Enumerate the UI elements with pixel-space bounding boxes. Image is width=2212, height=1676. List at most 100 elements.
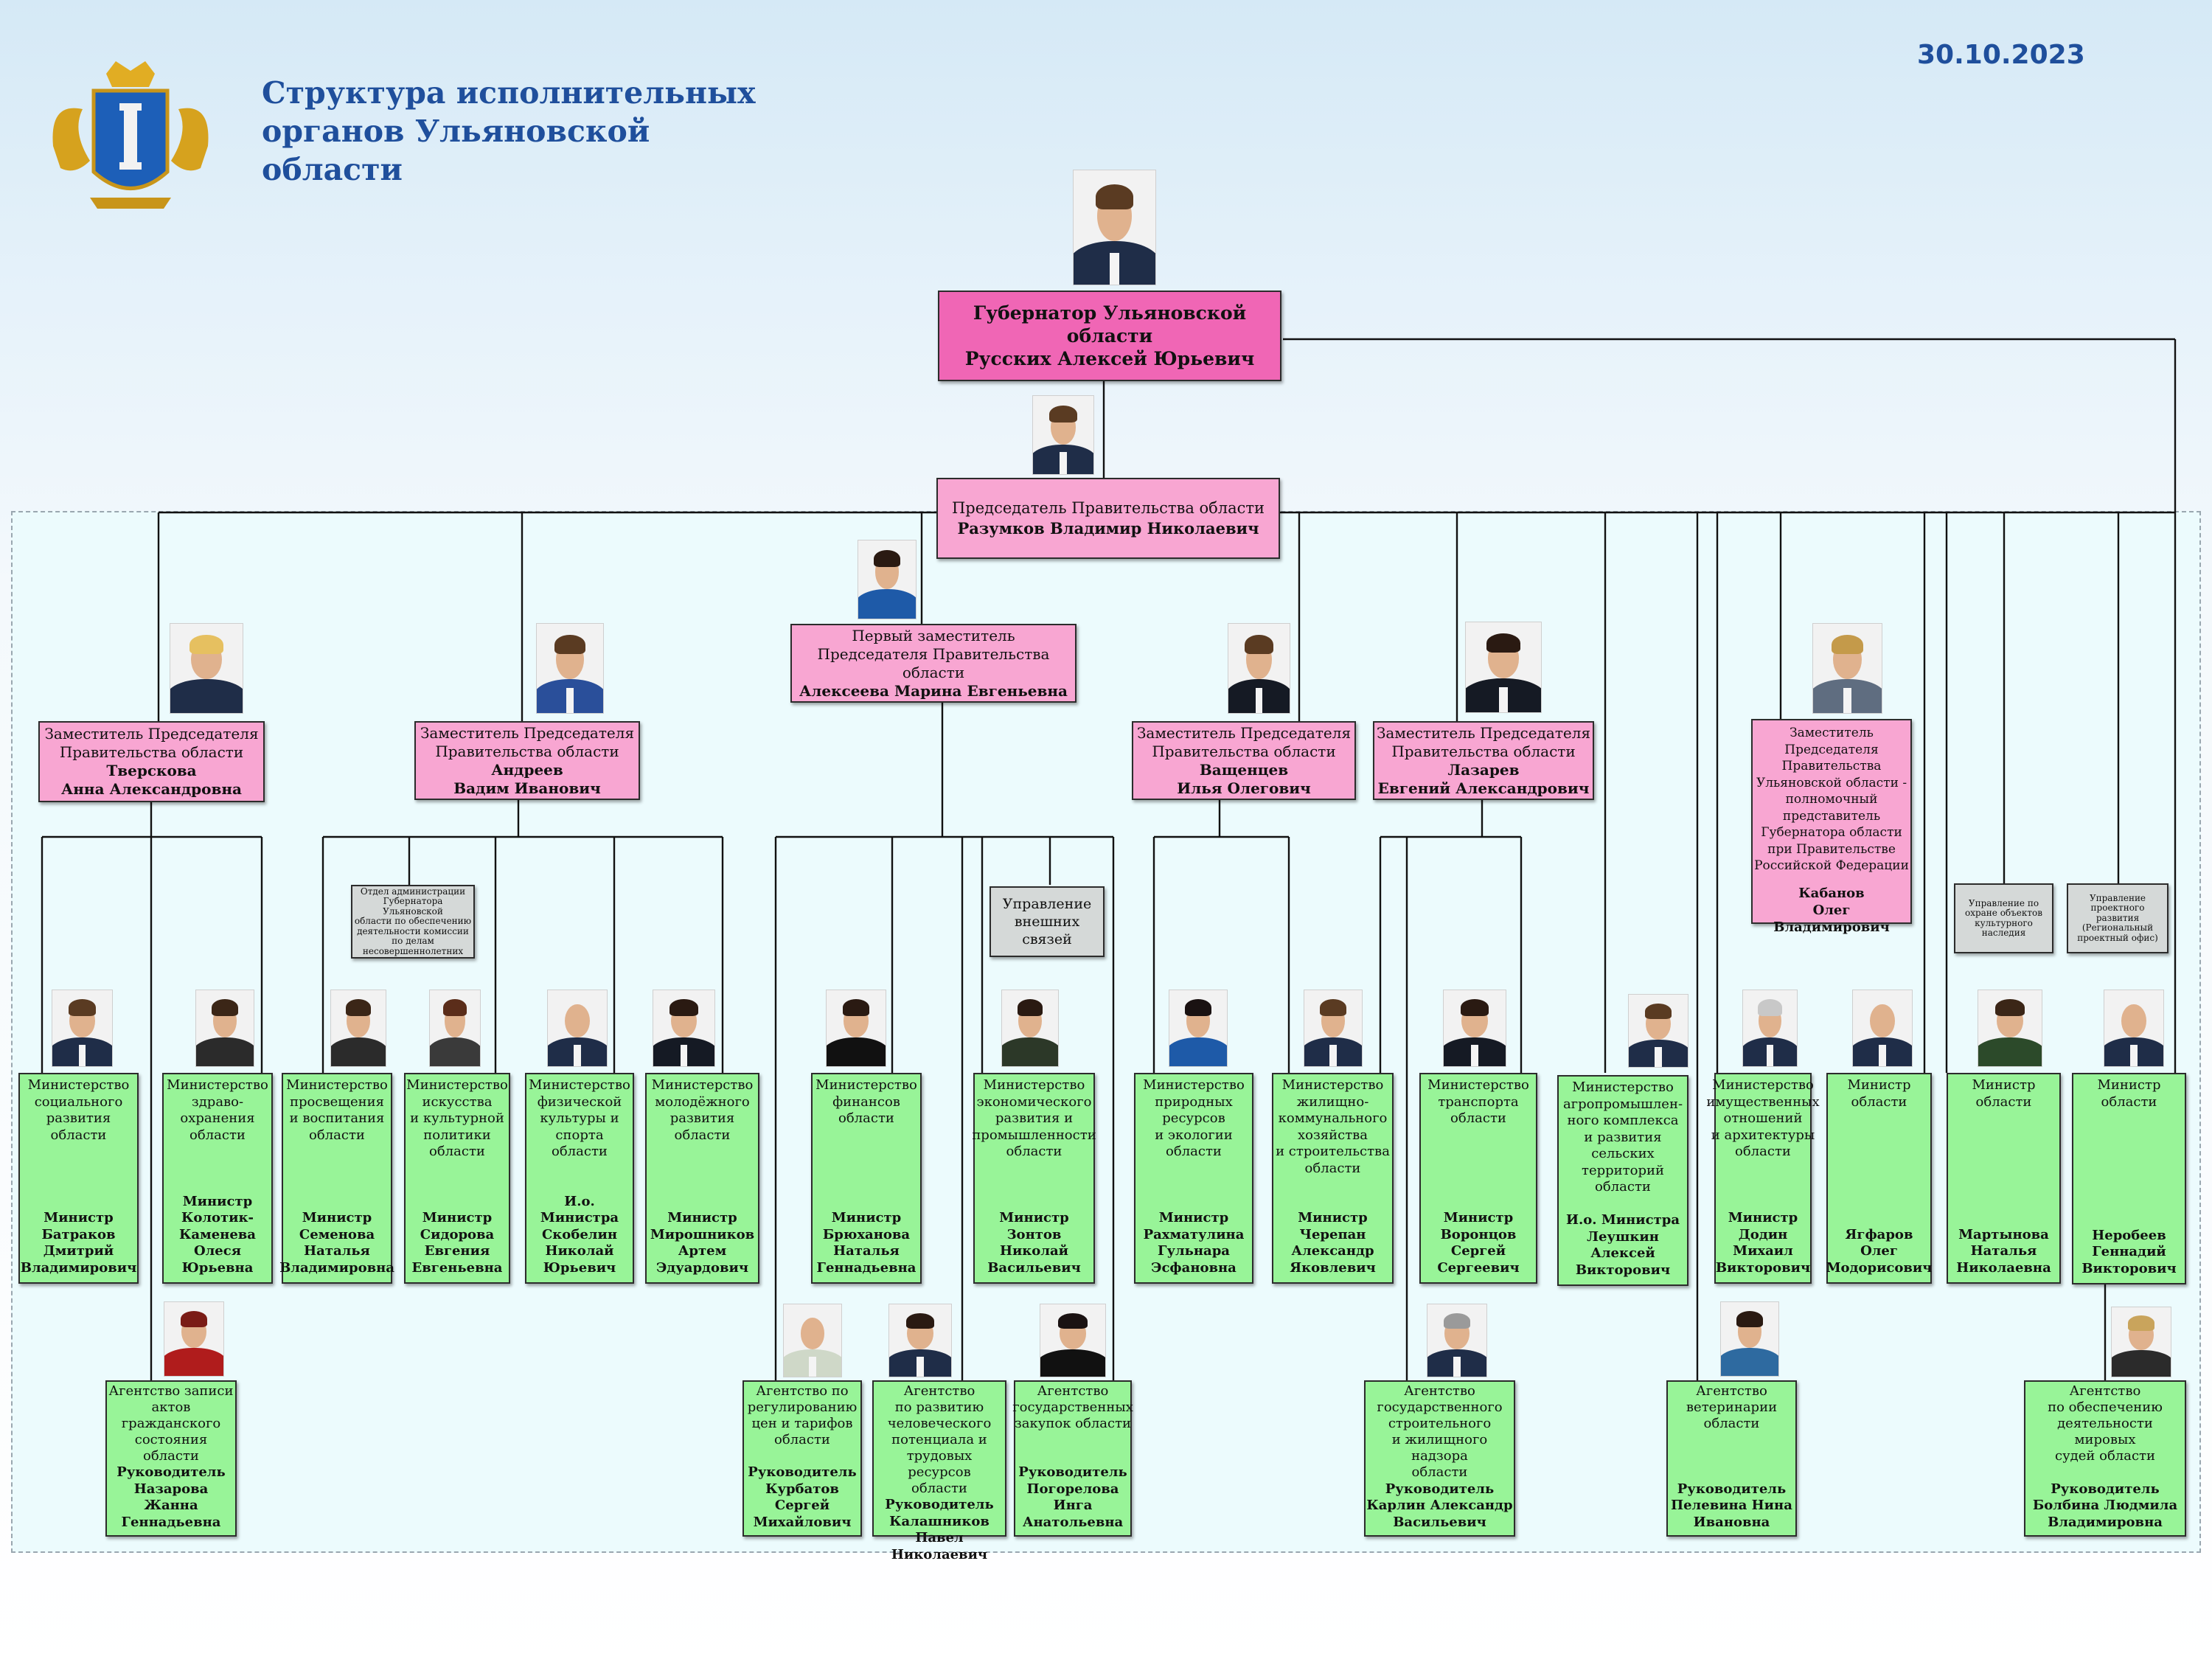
minister-name: И.о. Министра Леушкин Алексей Викторович: [1566, 1212, 1680, 1278]
minister-photo: [1852, 990, 1913, 1067]
cultural-heritage-department-box: Управление по охране объектов культурног…: [1954, 883, 2053, 953]
minors-commission-department-box: Отдел администрации Губернатора Ульяновс…: [351, 885, 475, 959]
minister-photo: [1001, 990, 1059, 1067]
minister-name: Мартынова Наталья Николаевна: [1956, 1226, 2051, 1276]
document-date: 30.10.2023: [1917, 40, 2085, 70]
agency-human-potential-box: Агентство по развитию человеческого поте…: [872, 1380, 1006, 1562]
chairman-box: Председатель Правительства области Разум…: [936, 478, 1280, 559]
governor-title: Губернатор Ульяновской области: [973, 302, 1247, 347]
minister-photo: [547, 990, 608, 1067]
minister-name: Министр Додин Михаил Викторович: [1715, 1210, 1811, 1276]
minister-name: Министр Сидорова Евгения Евгеньевна: [411, 1210, 503, 1276]
deputy-lazarev-photo: [1465, 622, 1542, 713]
minister-name: Ягфаров Олег Модорисович: [1826, 1226, 1933, 1276]
plenipotentiary-title: Заместитель Председателя Правительства У…: [1754, 726, 1909, 873]
first-deputy-title: Первый заместитель Председателя Правител…: [817, 626, 1050, 681]
ministry-title: Министерство природных ресурсов и эколог…: [1143, 1077, 1245, 1159]
deputy-name: Ващенцев Илья Олегович: [1177, 760, 1311, 797]
deputy-tverskova-box: Заместитель Председателя Правительства о…: [38, 721, 265, 802]
ministry-transport-box: Министерство транспорта области Министр …: [1419, 1073, 1537, 1284]
ministry-title: Министерство экономического развития и п…: [972, 1077, 1096, 1159]
minister-name: Министр Брюханова Наталья Геннадьевна: [816, 1210, 917, 1276]
agency-title: Агентство государственного строительного…: [1377, 1383, 1503, 1480]
agency-head-photo: [2111, 1307, 2171, 1377]
agency-head-photo: [783, 1304, 842, 1377]
plenipotentiary-photo: [1812, 623, 1882, 714]
ministry-finance-box: Министерство финансов области Министр Бр…: [811, 1073, 922, 1284]
minister-name: Министр Зонтов Николай Васильевич: [987, 1210, 1081, 1276]
first-deputy-name: Алексеева Марина Евгеньевна: [799, 681, 1068, 700]
agency-head-photo: [164, 1301, 224, 1377]
deputy-title: Заместитель Председателя Правительства о…: [1136, 723, 1352, 760]
minister-martynova-box: Министр области Мартынова Наталья Никола…: [1947, 1073, 2061, 1284]
agency-head-photo: [888, 1304, 952, 1377]
ministry-title: Министерство агропромышлен- ного комплек…: [1562, 1079, 1683, 1195]
agency-head-name: Руководитель Курбатов Сергей Михайлович: [748, 1464, 857, 1530]
deputy-vashchentsev-box: Заместитель Председателя Правительства о…: [1132, 721, 1356, 800]
ministry-title: Министр области: [1972, 1077, 2036, 1110]
ministry-title: Министерство имущественных отношений и а…: [1706, 1077, 1820, 1159]
ulyanovsk-coat-of-arms-emblem: [52, 61, 209, 209]
ministry-title: Министерство искусства и культурной поли…: [406, 1077, 508, 1159]
ministry-title: Министерство финансов области: [815, 1077, 917, 1126]
minister-photo: [429, 990, 481, 1067]
deputy-name: Андреев Вадим Иванович: [453, 760, 601, 797]
agency-title: Агентство ветеринарии области: [1686, 1383, 1778, 1431]
external-relations-department-box: Управление внешних связей: [990, 886, 1105, 957]
deputy-name: Тверскова Анна Александровна: [61, 762, 242, 798]
ministry-title: Министерство транспорта области: [1427, 1077, 1529, 1126]
minister-photo: [1169, 990, 1228, 1067]
agency-title: Агентство по регулированию цен и тарифов…: [747, 1383, 858, 1447]
agency-head-name: Руководитель Калашников Павел Николаевич: [885, 1497, 994, 1562]
governor-box: Губернатор Ульяновской области Русских А…: [938, 291, 1281, 381]
agency-title: Агентство по развитию человеческого поте…: [887, 1383, 992, 1496]
department-title: Отдел администрации Губернатора Ульяновс…: [354, 886, 472, 956]
minister-photo: [1742, 990, 1798, 1067]
first-deputy-box: Первый заместитель Председателя Правител…: [790, 624, 1077, 703]
page-title: Структура исполнительных органов Ульянов…: [262, 75, 756, 187]
minister-photo: [1304, 990, 1363, 1067]
ministry-title: Министр области: [2097, 1077, 2161, 1110]
minister-photo: [1978, 990, 2042, 1067]
agency-head-name: Руководитель Назарова Жанна Геннадьевна: [116, 1464, 226, 1530]
minister-name: Министр Колотик- Каменева Олеся Юрьевна: [179, 1193, 256, 1276]
department-title: Управление внешних связей: [1002, 896, 1092, 947]
deputy-name: Лазарев Евгений Александрович: [1377, 760, 1590, 797]
deputy-vashchentsev-photo: [1228, 623, 1290, 714]
ministry-culture-box: Министерство искусства и культурной поли…: [404, 1073, 510, 1284]
minister-name: Министр Батраков Дмитрий Владимирович: [20, 1210, 137, 1276]
ministry-sport-box: Министерство физической культуры и спорт…: [525, 1073, 634, 1284]
minister-nerobeev-box: Министр области Неробеев Геннадий Виктор…: [2072, 1073, 2186, 1284]
minister-name: Министр Черепан Александр Яковлевич: [1290, 1210, 1376, 1276]
deputy-title: Заместитель Председателя Правительства о…: [44, 725, 259, 761]
chairman-photo: [1032, 395, 1094, 475]
minister-name: Министр Семенова Наталья Владимировна: [279, 1210, 394, 1276]
minister-name: Неробеев Геннадий Викторович: [2081, 1227, 2177, 1276]
ministry-youth-box: Министерство молодёжного развития област…: [645, 1073, 759, 1284]
chairman-title: Председатель Правительства области: [951, 499, 1265, 517]
chairman-name: Разумков Владимир Николаевич: [957, 519, 1259, 538]
department-title: Управление проектного развития (Регионал…: [2077, 892, 2158, 943]
minister-name: Министр Рахматулина Гульнара Эсфановна: [1143, 1210, 1245, 1276]
ministry-title: Министерство жилищно- коммунального хозя…: [1276, 1077, 1390, 1176]
agency-head-name: Руководитель Болбина Людмила Владимировн…: [2032, 1481, 2178, 1530]
minister-photo: [1628, 994, 1688, 1068]
agency-head-photo: [1427, 1304, 1487, 1377]
agency-head-photo: [1040, 1304, 1106, 1377]
minister-photo: [1443, 990, 1506, 1067]
minister-photo: [330, 990, 386, 1067]
agency-title: Агентство записи актов гражданского сост…: [108, 1383, 234, 1464]
ministry-education-box: Министерство просвещения и воспитания об…: [279, 1073, 394, 1284]
ministry-housing-construction-box: Министерство жилищно- коммунального хозя…: [1272, 1073, 1394, 1284]
ministry-title: Министерство просвещения и воспитания об…: [286, 1077, 388, 1143]
agency-head-name: Руководитель Карлин Александр Васильевич: [1366, 1481, 1513, 1530]
plenipotentiary-name: Кабанов Олег Владимирович: [1773, 885, 1890, 935]
agency-title: Агентство государственных закупок област…: [1012, 1383, 1133, 1431]
ministry-agriculture-box: Министерство агропромышлен- ного комплек…: [1557, 1075, 1688, 1286]
minister-photo: [826, 990, 886, 1067]
agency-head-name: Руководитель Пелевина Нина Ивановна: [1671, 1481, 1792, 1530]
agency-head-photo: [1720, 1301, 1779, 1377]
governor-photo: [1073, 170, 1156, 285]
